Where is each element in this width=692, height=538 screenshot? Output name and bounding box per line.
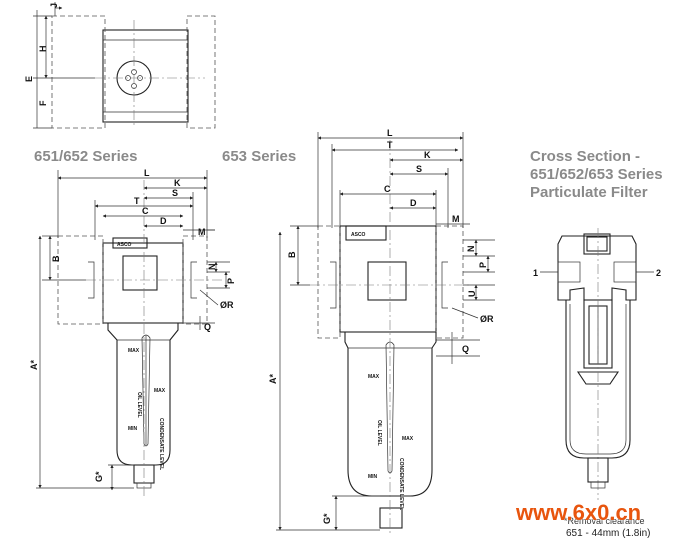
port-label-inlet: 1 <box>533 268 538 278</box>
bowl-max-651: MAX <box>128 348 140 354</box>
bowl-min-651: MIN <box>128 426 138 432</box>
dim-label-b-651: B <box>51 255 61 262</box>
dim-label-k-651: K <box>174 178 181 188</box>
dim-label-d-653: D <box>410 198 417 208</box>
dim-label-q-653: Q <box>462 344 469 354</box>
dim-label-c-653: C <box>384 184 391 194</box>
footnote-line-2: 651 - 44mm (1.8in) <box>566 528 650 538</box>
bowl-min-653: MIN <box>368 474 378 480</box>
title-653-series: 653 Series <box>222 148 297 165</box>
dim-label-u-653: U <box>467 291 477 298</box>
dim-label-s-653: S <box>416 164 422 174</box>
dim-label-g-653: G* <box>322 513 332 524</box>
dim-label-g-651: G* <box>94 471 104 482</box>
dim-label-k-653: K <box>424 150 431 160</box>
bowl-condensate-653: CONDENSATE LEVEL <box>398 458 404 510</box>
bowl-max-653: MAX <box>368 374 380 380</box>
dim-label-e: E <box>24 76 34 82</box>
title-cross-section-line-2: 651/652/653 Series <box>530 166 663 183</box>
dim-label-q-651: Q <box>204 322 211 332</box>
dim-label-t-653: T <box>387 140 393 150</box>
dim-label-t-651: T <box>134 196 140 206</box>
dim-label-f: F <box>38 100 48 106</box>
dim-label-a-653: A* <box>268 374 278 384</box>
dim-label-j: J <box>49 3 59 8</box>
dim-label-n-653: N <box>466 246 476 253</box>
series-651-front-view: ASCO MAX OIL LEVEL MIN MAX CONDENSATE LE… <box>29 168 236 498</box>
dim-label-h: H <box>38 46 48 53</box>
brand-logo-653: ASCO <box>351 232 366 238</box>
dim-label-m-651: M <box>198 227 206 237</box>
dim-label-b-653: B <box>287 251 297 258</box>
cross-section-view: 1 2 <box>533 228 661 500</box>
dim-label-d-651: D <box>160 216 167 226</box>
dim-label-s-651: S <box>172 188 178 198</box>
brand-logo-651: ASCO <box>117 242 132 248</box>
dim-label-p-653: P <box>478 262 488 268</box>
dim-label-a-651: A* <box>29 360 39 370</box>
bowl-max-651b: MAX <box>154 388 166 394</box>
series-653-front-view: ASCO MAX OIL LEVEL MIN MAX CONDENSATE LE… <box>268 128 495 536</box>
dim-label-l-653: L <box>387 128 393 138</box>
bowl-max-653b: MAX <box>402 436 414 442</box>
title-cross-section-line-1: Cross Section - <box>530 148 641 165</box>
dim-label-l-651: L <box>144 168 150 178</box>
bowl-condensate-651: CONDENSATE LEVEL <box>158 418 164 470</box>
bowl-oil-level-651: OIL LEVEL <box>136 392 142 418</box>
dim-label-p-651: P <box>226 278 236 284</box>
port-label-outlet: 2 <box>656 268 661 278</box>
dim-label-r-653: ØR <box>480 314 494 324</box>
dim-label-c-651: C <box>142 206 149 216</box>
bowl-oil-level-653: OIL LEVEL <box>376 420 382 446</box>
watermark: www.6x0.cn <box>516 500 642 525</box>
title-651-652-series: 651/652 Series <box>34 148 138 165</box>
dim-label-n-651: N <box>207 264 217 271</box>
top-view: J H E F <box>24 2 216 129</box>
dim-label-r-651: ØR <box>220 300 234 310</box>
footnote-line-1: *Removal clearance <box>564 516 645 526</box>
title-cross-section-line-3: Particulate Filter <box>530 184 648 201</box>
dim-label-m-653: M <box>452 214 460 224</box>
